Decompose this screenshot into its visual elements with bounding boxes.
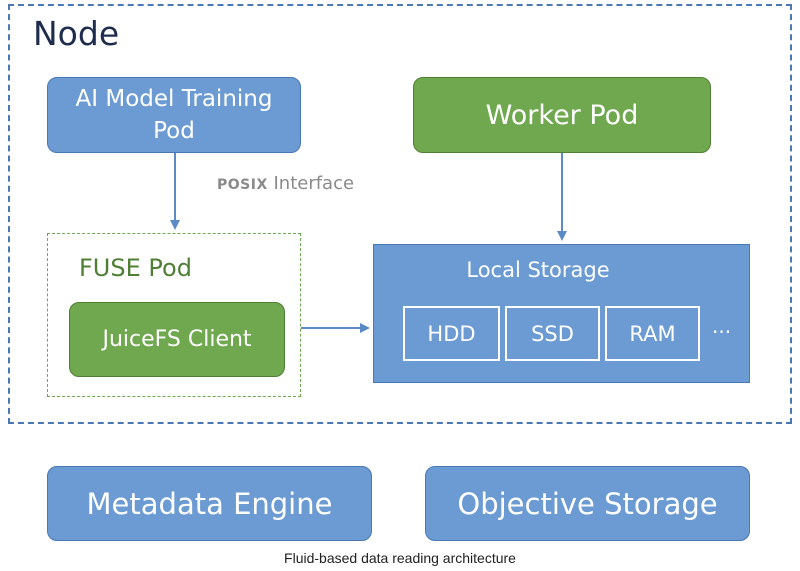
figure-caption: Fluid-based data reading architecture <box>284 550 516 566</box>
worker-pod-label: Worker Pod <box>485 99 639 131</box>
posix-interface-label: POSIX Interface <box>217 173 354 194</box>
worker-pod: Worker Pod <box>413 77 711 153</box>
media-hdd: HDD <box>403 306 500 361</box>
metadata-engine-label: Metadata Engine <box>86 486 333 521</box>
media-hdd-label: HDD <box>427 321 476 346</box>
node-title: Node <box>33 14 120 53</box>
objective-storage: Objective Storage <box>425 466 750 541</box>
posix-label-bold: POSIX <box>217 177 268 193</box>
objective-storage-label: Objective Storage <box>457 486 718 521</box>
ai-model-training-pod-label: AI Model Training Pod <box>75 86 273 144</box>
fuse-pod-title: FUSE Pod <box>79 254 192 282</box>
node-frame <box>8 4 792 424</box>
posix-label-rest: Interface <box>267 173 355 194</box>
media-ram: RAM <box>605 306 700 361</box>
juicefs-client: JuiceFS Client <box>69 302 285 377</box>
media-more-ellipsis: ··· <box>712 320 732 344</box>
metadata-engine: Metadata Engine <box>47 466 372 541</box>
media-ram-label: RAM <box>629 321 676 346</box>
juicefs-client-label: JuiceFS Client <box>102 327 252 352</box>
media-ssd-label: SSD <box>531 321 574 346</box>
ai-model-training-pod: AI Model Training Pod <box>47 77 301 153</box>
media-ssd: SSD <box>505 306 600 361</box>
local-storage-title: Local Storage <box>466 258 610 282</box>
fuse-pod-frame <box>47 233 301 397</box>
